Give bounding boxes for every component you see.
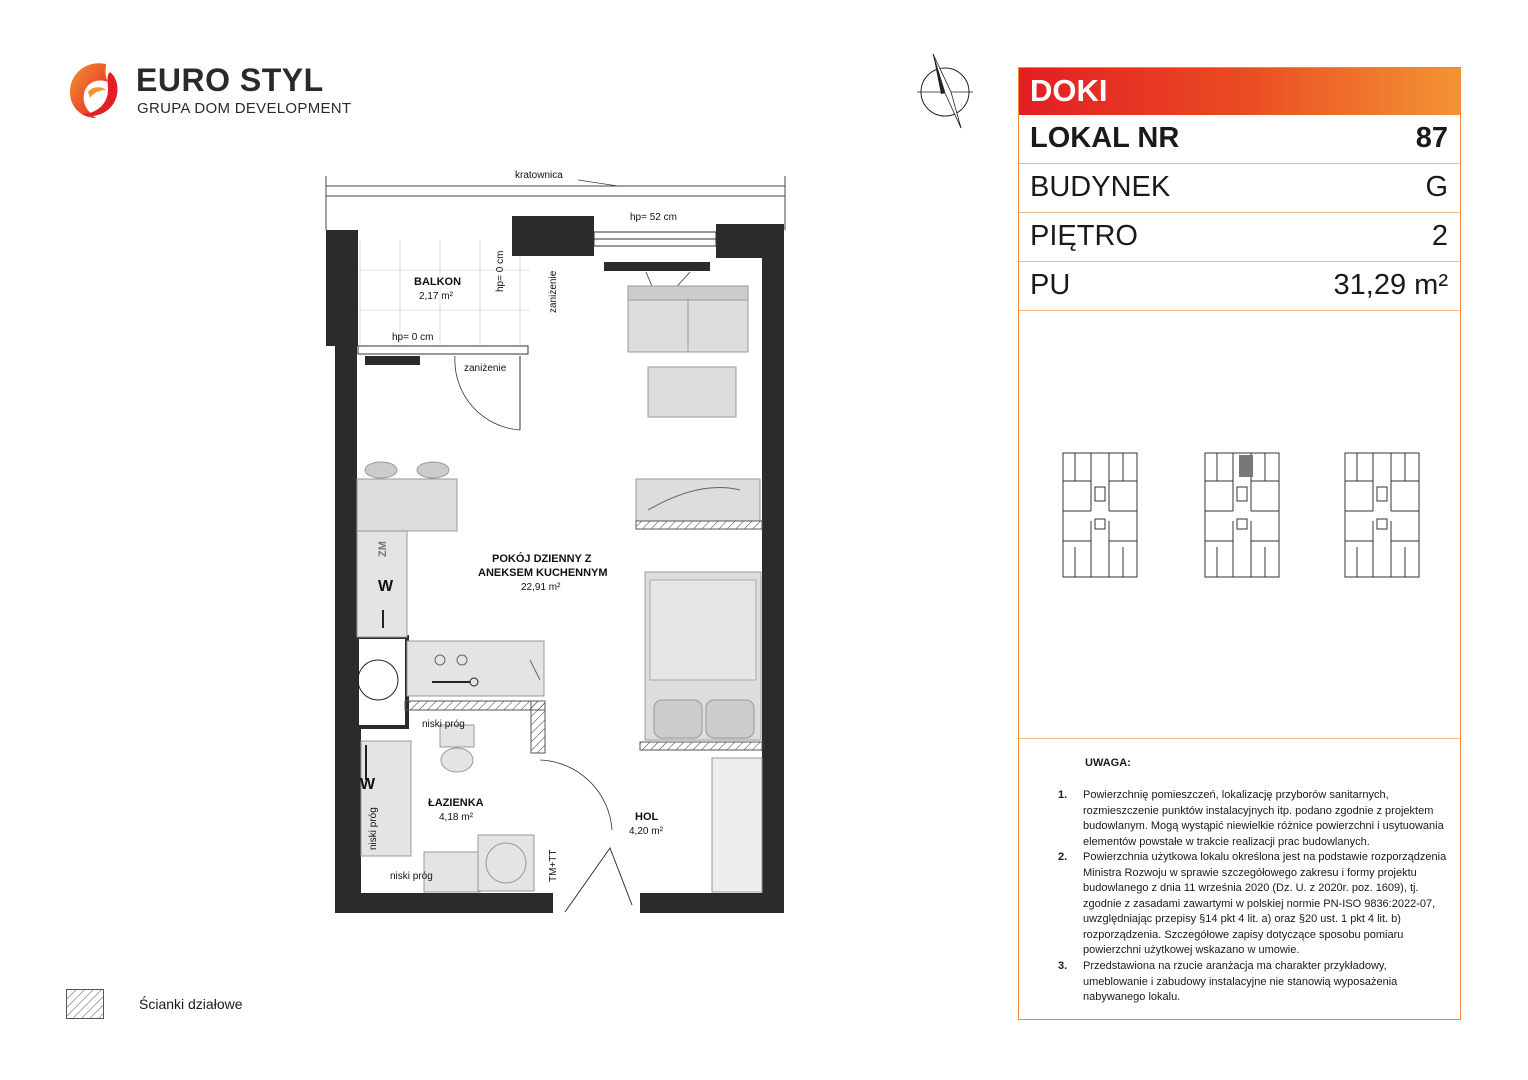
estate-header: DOKI <box>1019 68 1460 115</box>
unit-info-panel: DOKI LOKAL NR 87 BUDYNEK G PIĘTRO 2 PU 3… <box>1018 67 1461 1020</box>
living-room-name: POKÓJ DZIENNY Z <box>492 553 592 565</box>
area-value: 31,29 m² <box>1333 269 1448 301</box>
brand-subtitle: GRUPA DOM DEVELOPMENT <box>137 100 352 117</box>
note-1-number: 1. <box>1058 789 1068 801</box>
hatch-pattern-icon <box>67 990 103 1018</box>
note-2-text: Powierzchnia użytkowa lokalu określona j… <box>1083 851 1447 956</box>
floor-row: PIĘTRO 2 <box>1019 213 1460 262</box>
euro-styl-logo-icon <box>70 63 118 118</box>
building-row: BUDYNEK G <box>1019 164 1460 213</box>
unit-number-row: LOKAL NR 87 <box>1019 115 1460 164</box>
niski-prog-label-2: niski próg <box>390 871 433 882</box>
w-label-2: W <box>360 776 376 793</box>
hp0-vertical-label: hp= 0 cm <box>495 250 506 292</box>
living-room-area: 22,91 m² <box>521 582 561 593</box>
building-value: G <box>1425 171 1448 203</box>
tmtt-label: TM+TT <box>548 849 559 883</box>
area-row: PU 31,29 m² <box>1019 262 1460 311</box>
zm-label: ZM <box>377 541 389 557</box>
brand-logo: EURO STYL GRUPA DOM DEVELOPMENT <box>62 58 362 122</box>
north-arrow-icon <box>917 53 973 129</box>
hp52-label: hp= 52 cm <box>630 212 677 223</box>
w-label-1: W <box>378 578 394 595</box>
zanizenie-vertical-label: zaniżenie <box>548 270 559 313</box>
floor-plan: kratownica hp= 52 cm BALKON 2,17 m² hp= … <box>300 160 800 920</box>
note-3-text: Przedstawiona na rzucie aranżacja ma cha… <box>1083 960 1398 1003</box>
bathroom-area: 4,18 m² <box>439 812 473 823</box>
building-location-thumbnails <box>1062 452 1420 578</box>
niski-prog-vertical-label: niski próg <box>368 807 379 850</box>
note-2-number: 2. <box>1058 851 1068 863</box>
note-1-text: Powierzchnię pomieszczeń, lokalizację pr… <box>1083 789 1444 848</box>
notes-divider <box>1019 738 1460 739</box>
hp0-label: hp= 0 cm <box>392 332 434 343</box>
note-3: 3. Przedstawiona na rzucie aranżacja ma … <box>1058 959 1453 1006</box>
note-3-number: 3. <box>1058 960 1068 972</box>
floor-plan-drawing <box>325 176 786 913</box>
floor-label: PIĘTRO <box>1030 220 1138 252</box>
balkon-name: BALKON <box>414 276 462 288</box>
bathroom-name: ŁAZIENKA <box>428 797 484 809</box>
note-1: 1. Powierzchnię pomieszczeń, lokalizację… <box>1058 788 1453 850</box>
area-label: PU <box>1030 269 1071 301</box>
floor-value: 2 <box>1431 220 1448 252</box>
brand-name: EURO STYL <box>136 62 324 98</box>
unit-number-label: LOKAL NR <box>1030 122 1180 154</box>
living-room-name-line2: ANEKSEM KUCHENNYM <box>478 567 608 579</box>
estate-name: DOKI <box>1030 73 1108 108</box>
zanizenie-label: zaniżenie <box>464 363 507 374</box>
building-label: BUDYNEK <box>1030 171 1171 203</box>
kratownica-label: kratownica <box>515 170 563 181</box>
hol-area: 4,20 m² <box>629 826 663 837</box>
partition-wall-legend-label: Ścianki działowe <box>139 996 243 1012</box>
balkon-area: 2,17 m² <box>419 291 453 302</box>
notes-title: UWAGA: <box>1085 757 1131 769</box>
hol-name: HOL <box>635 811 659 823</box>
partition-wall-legend-swatch <box>66 989 104 1019</box>
niski-prog-label-1: niski próg <box>422 719 465 730</box>
note-2: 2. Powierzchnia użytkowa lokalu określon… <box>1058 850 1453 959</box>
unit-number-value: 87 <box>1415 122 1448 154</box>
